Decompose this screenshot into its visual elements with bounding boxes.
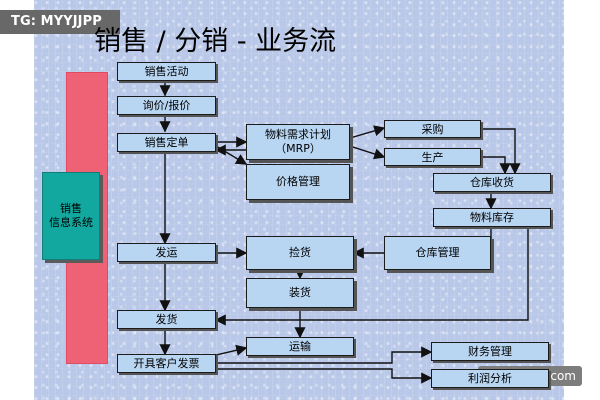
packing-box[interactable]: 装货 <box>246 278 354 308</box>
mrp-label-line-2: （MRP） <box>275 142 321 155</box>
arrow-invoice-to-profit-analysis <box>215 368 433 384</box>
purchasing-box[interactable]: 采购 <box>384 120 481 138</box>
sales-order-box[interactable]: 销售定单 <box>117 133 216 152</box>
warehouse-management-label: 仓库管理 <box>415 246 460 259</box>
price-management-label: 价格管理 <box>276 175 320 188</box>
customer-invoice-label: 开具客户发票 <box>133 357 200 370</box>
arrow-mrp-to-production <box>349 145 386 160</box>
purchasing-label: 采购 <box>421 122 444 136</box>
finance-management-label: 财务管理 <box>468 345 512 358</box>
mrp-label-line-1: 物料需求计划 <box>265 128 331 141</box>
delivery-label: 发货 <box>155 313 178 326</box>
warehouse-receiving-label: 仓库收货 <box>470 176 514 189</box>
arrow-mrp-to-purchasing <box>349 125 386 139</box>
sales-activity-label: 销售活动 <box>144 65 189 78</box>
sales-information-system-label-line-1: 销售 <box>60 202 82 215</box>
delivery-box[interactable]: 发货 <box>117 310 216 329</box>
picking-label: 捡货 <box>289 246 311 259</box>
material-inventory-label: 物料库存 <box>470 211 514 224</box>
shipping-label: 发运 <box>155 246 178 259</box>
material-requirement-planning-box[interactable]: 物料需求计划 （MRP） <box>246 124 350 160</box>
arrow-purchasing-to-receiving <box>480 128 521 175</box>
price-management-box[interactable]: 价格管理 <box>246 164 350 200</box>
inquiry-quote-label: 询价/报价 <box>142 99 191 112</box>
production-box[interactable]: 生产 <box>384 148 481 166</box>
transport-box[interactable]: 运输 <box>246 337 354 356</box>
profit-analysis-box-partial[interactable]: 利润分析 <box>431 369 549 388</box>
sales-information-system-label-line-2: 信息系统 <box>49 216 93 229</box>
transport-label: 运输 <box>289 340 311 353</box>
customer-invoice-box[interactable]: 开具客户发票 <box>117 354 216 373</box>
arrow-invoice-to-transport <box>215 344 248 356</box>
material-inventory-box[interactable]: 物料库存 <box>433 208 551 227</box>
inquiry-quote-box[interactable]: 询价/报价 <box>117 96 216 115</box>
picking-box[interactable]: 捡货 <box>246 236 354 270</box>
arrow-production-to-receiving <box>480 156 511 175</box>
sales-activity-box[interactable]: 销售活动 <box>117 62 216 81</box>
slide-title: 销售 / 分销 - 业务流 <box>94 26 337 57</box>
warehouse-management-box[interactable]: 仓库管理 <box>384 236 491 270</box>
shipping-box[interactable]: 发运 <box>117 243 216 262</box>
watermark-label: TG: MYYJJPP <box>0 10 120 34</box>
sales-order-label: 销售定单 <box>144 136 189 149</box>
arrow-order-to-price-management <box>215 145 248 165</box>
profit-analysis-label-partial: 利润分析 <box>468 372 512 385</box>
arrow-inventory-to-delivery <box>214 226 529 326</box>
finance-management-box[interactable]: 财务管理 <box>431 342 549 361</box>
warehouse-receiving-box[interactable]: 仓库收货 <box>433 173 551 192</box>
arrow-invoice-to-finance <box>215 346 433 364</box>
packing-label: 装货 <box>289 286 311 299</box>
sales-information-system-box: 销售 信息系统 <box>42 172 100 260</box>
production-label: 生产 <box>421 150 444 164</box>
